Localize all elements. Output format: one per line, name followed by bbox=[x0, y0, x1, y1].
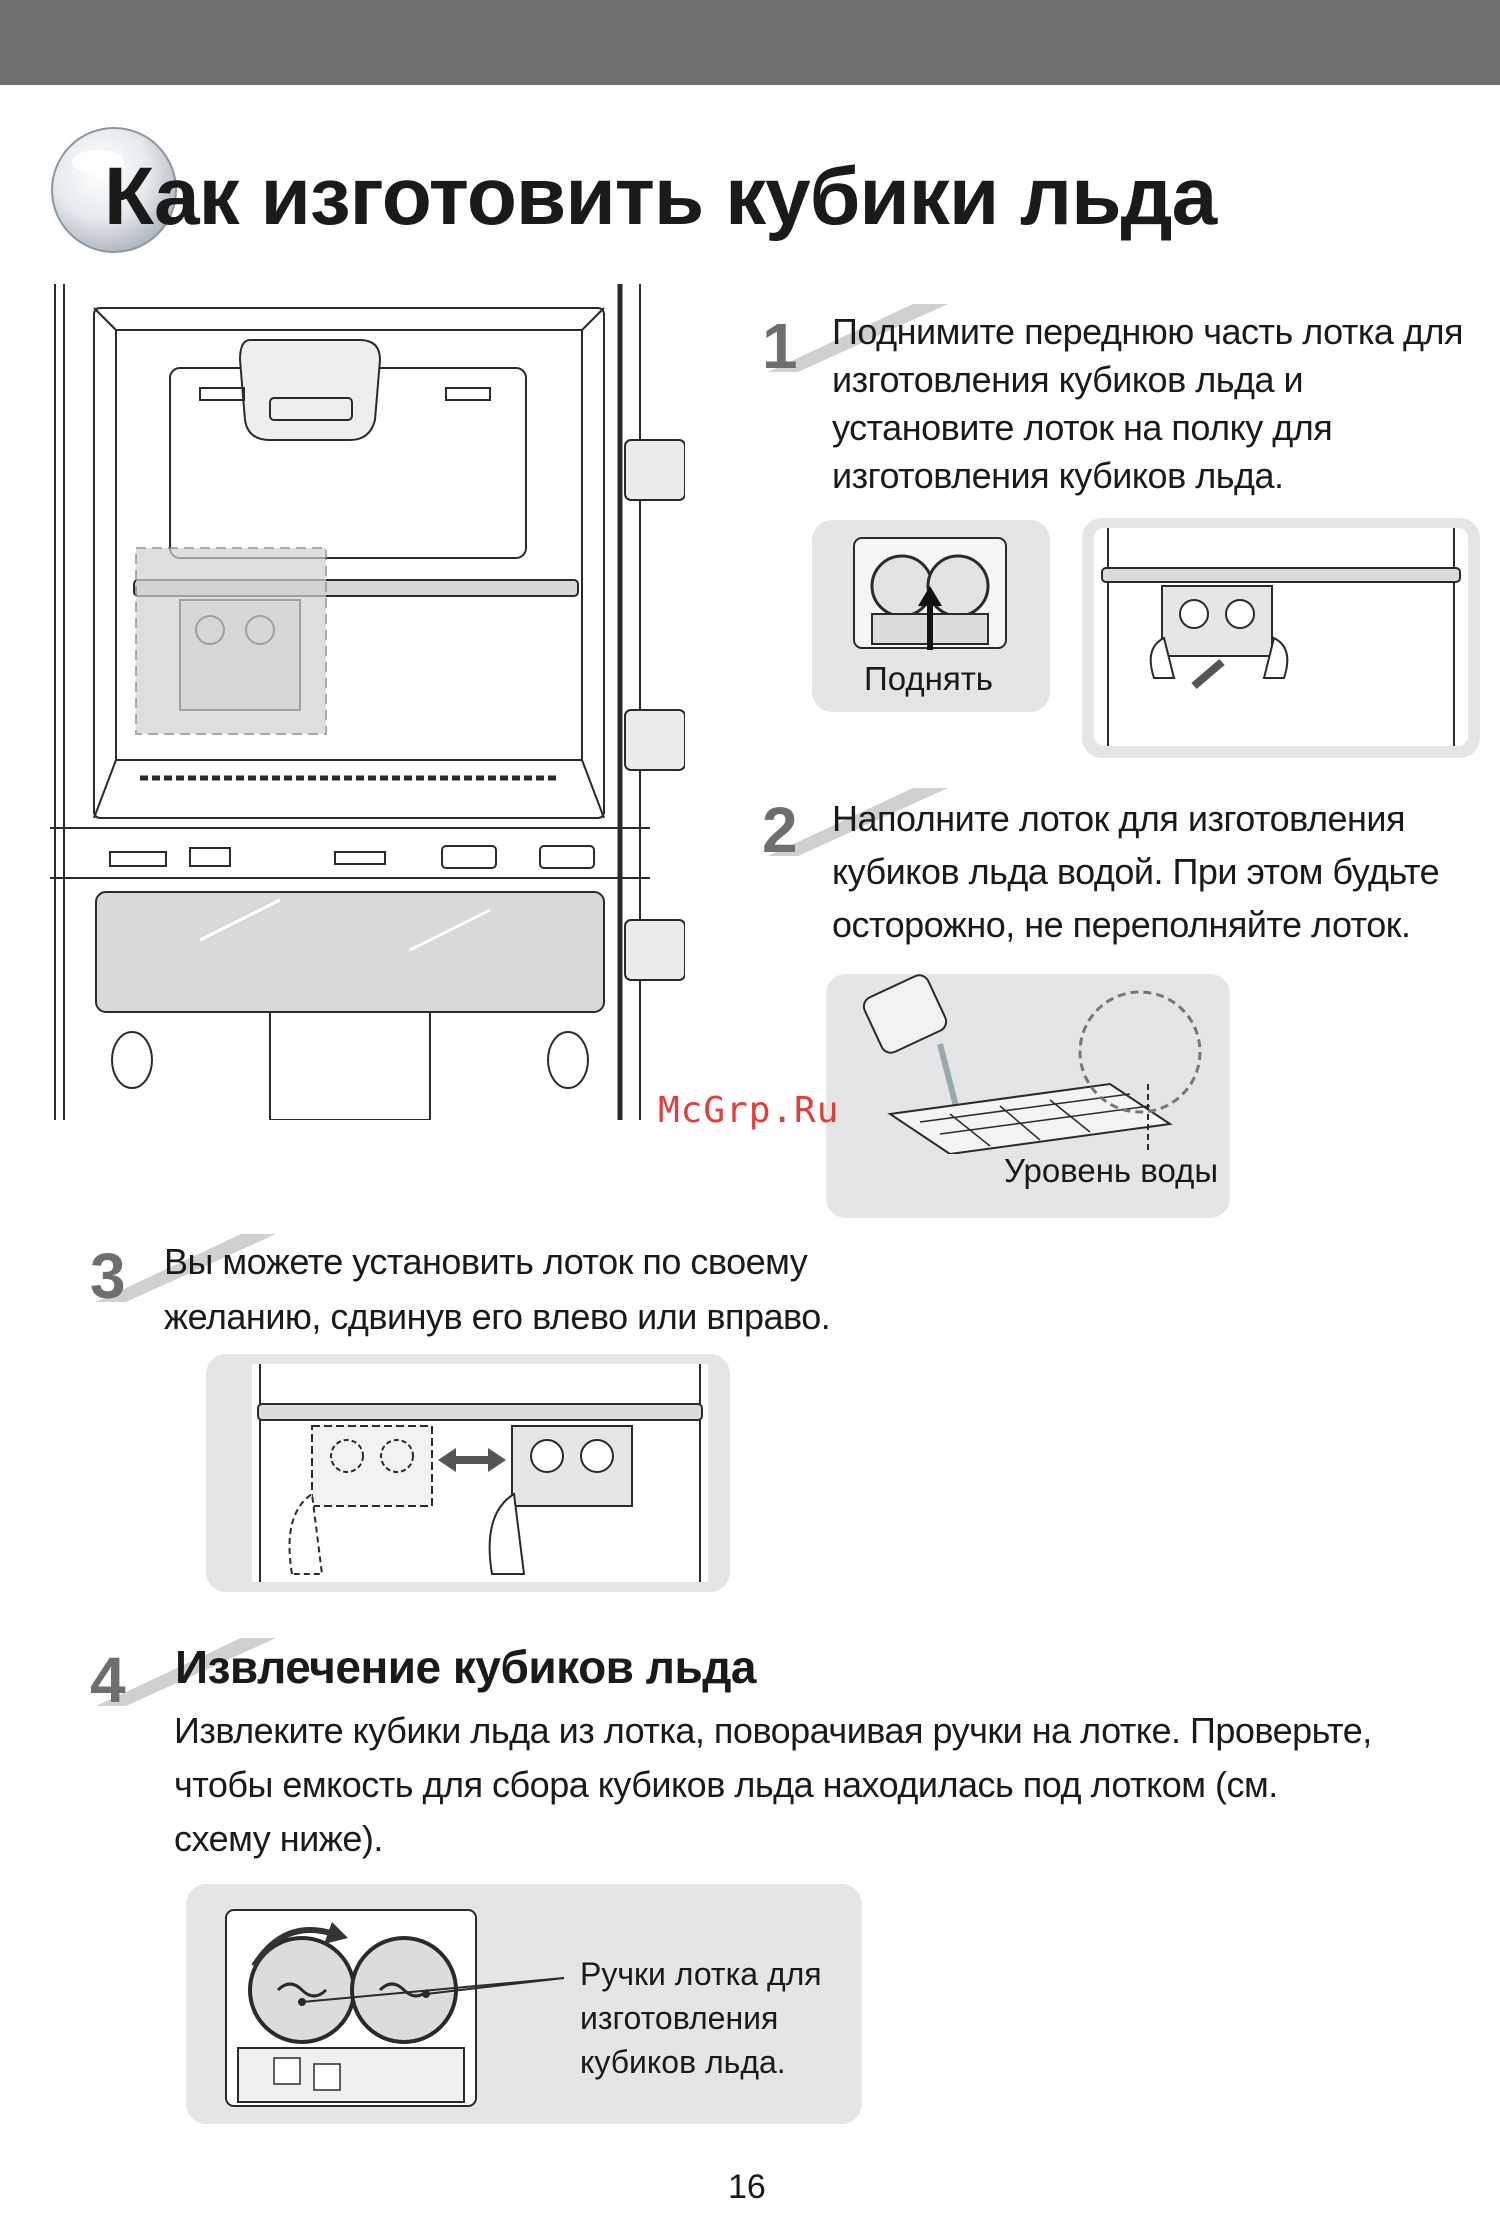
watermark: McGrp.Ru bbox=[658, 1090, 840, 1131]
water-fill-illustration bbox=[862, 974, 1202, 1154]
step-1-text: Поднимите переднюю часть лотка для изгот… bbox=[832, 311, 1463, 496]
shelf-placement-illustration bbox=[1094, 528, 1468, 746]
step-2-number: 2 bbox=[762, 794, 798, 858]
slide-tray-panel bbox=[206, 1354, 730, 1592]
ice-release-panel: Ручки лотка для изготовления кубиков льд… bbox=[186, 1884, 862, 2124]
handle-pointer-lines bbox=[298, 1977, 565, 2006]
bubble-icon bbox=[51, 127, 177, 253]
page-number: 16 bbox=[728, 2168, 766, 2206]
step-1-number: 1 bbox=[762, 310, 798, 374]
ice-tray-handles-illustration bbox=[225, 1909, 477, 2107]
step-4-text: Извлеките кубики льда из лотка, поворачи… bbox=[174, 1710, 1372, 1859]
step-4-heading: Извлечение кубиков льда bbox=[175, 1641, 757, 1693]
handles-label-line1: Ручки лотка для bbox=[580, 1956, 822, 1992]
page-title: Как изготовить кубики льда bbox=[104, 151, 1217, 242]
lift-tray-panel: Поднять bbox=[812, 520, 1050, 712]
step-3-text: Вы можете установить лоток по своему жел… bbox=[164, 1241, 831, 1337]
water-fill-panel: Уровень воды bbox=[826, 974, 1230, 1218]
tray-lift-illustration bbox=[853, 537, 1007, 650]
handles-label-line2: изготовления bbox=[580, 2000, 779, 2036]
step-4-number: 4 bbox=[90, 1644, 126, 1708]
step-2-badge: 2 bbox=[762, 788, 948, 858]
step-4-badge: 4 bbox=[90, 1638, 276, 1708]
header-bar bbox=[0, 0, 1500, 85]
slide-tray-illustration bbox=[252, 1364, 708, 1582]
water-level-label: Уровень воды bbox=[1004, 1152, 1219, 1189]
step-1-badge: 1 bbox=[762, 304, 948, 374]
step-3-number: 3 bbox=[90, 1240, 126, 1304]
refrigerator-illustration bbox=[50, 284, 685, 1120]
lift-label: Поднять bbox=[864, 660, 994, 697]
step-2-text: Наполните лоток для изготовления кубиков… bbox=[832, 798, 1440, 945]
handles-label-line3: кубиков льда. bbox=[580, 2044, 786, 2080]
step-3-badge: 3 bbox=[90, 1234, 276, 1304]
shelf-placement-panel bbox=[1082, 518, 1480, 758]
